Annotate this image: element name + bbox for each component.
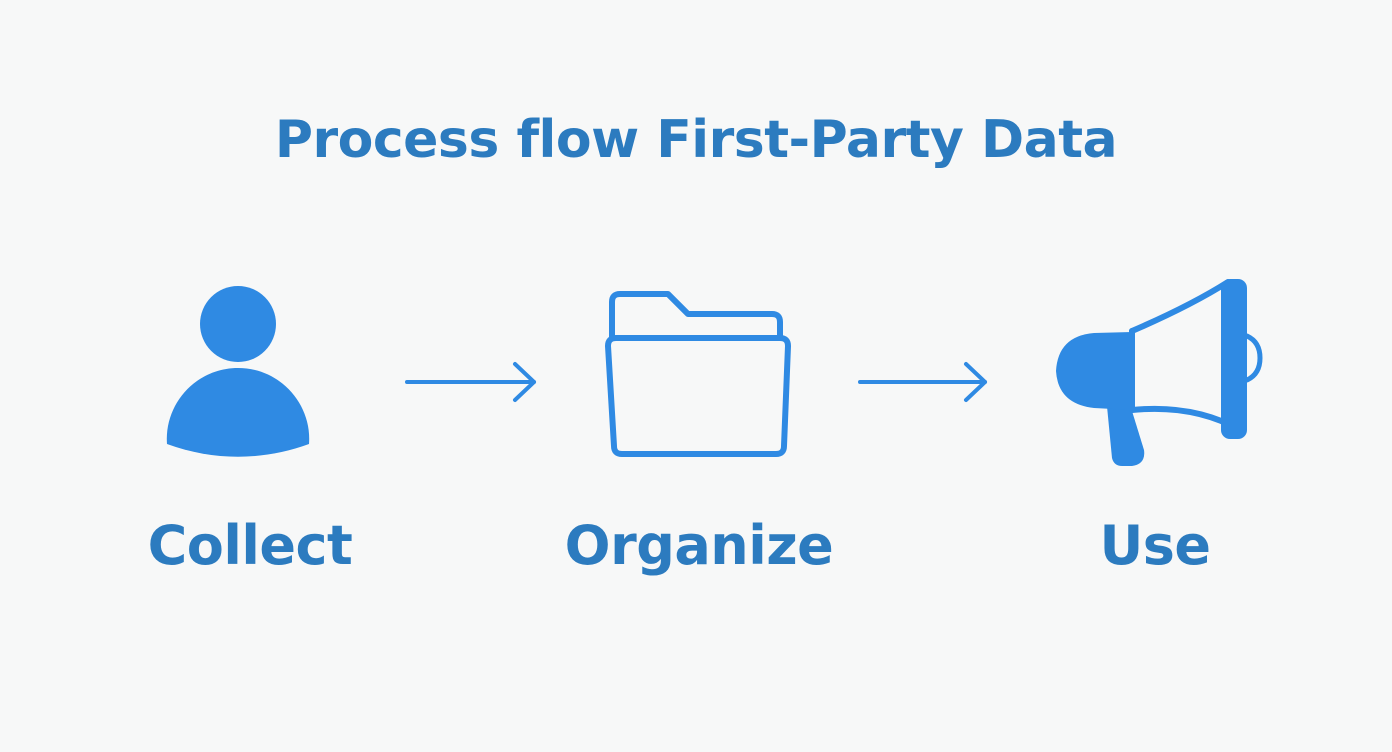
arrow-right-icon (405, 362, 536, 402)
arrow-right-icon (858, 362, 987, 402)
step-label-use: Use (1099, 514, 1211, 577)
folder-icon (605, 291, 791, 457)
step-label-organize: Organize (564, 514, 834, 577)
step-label-collect: Collect (147, 514, 353, 577)
person-icon (166, 286, 310, 457)
diagram-title: Process flow First-Party Data (274, 110, 1118, 170)
megaphone-icon (1056, 279, 1263, 466)
